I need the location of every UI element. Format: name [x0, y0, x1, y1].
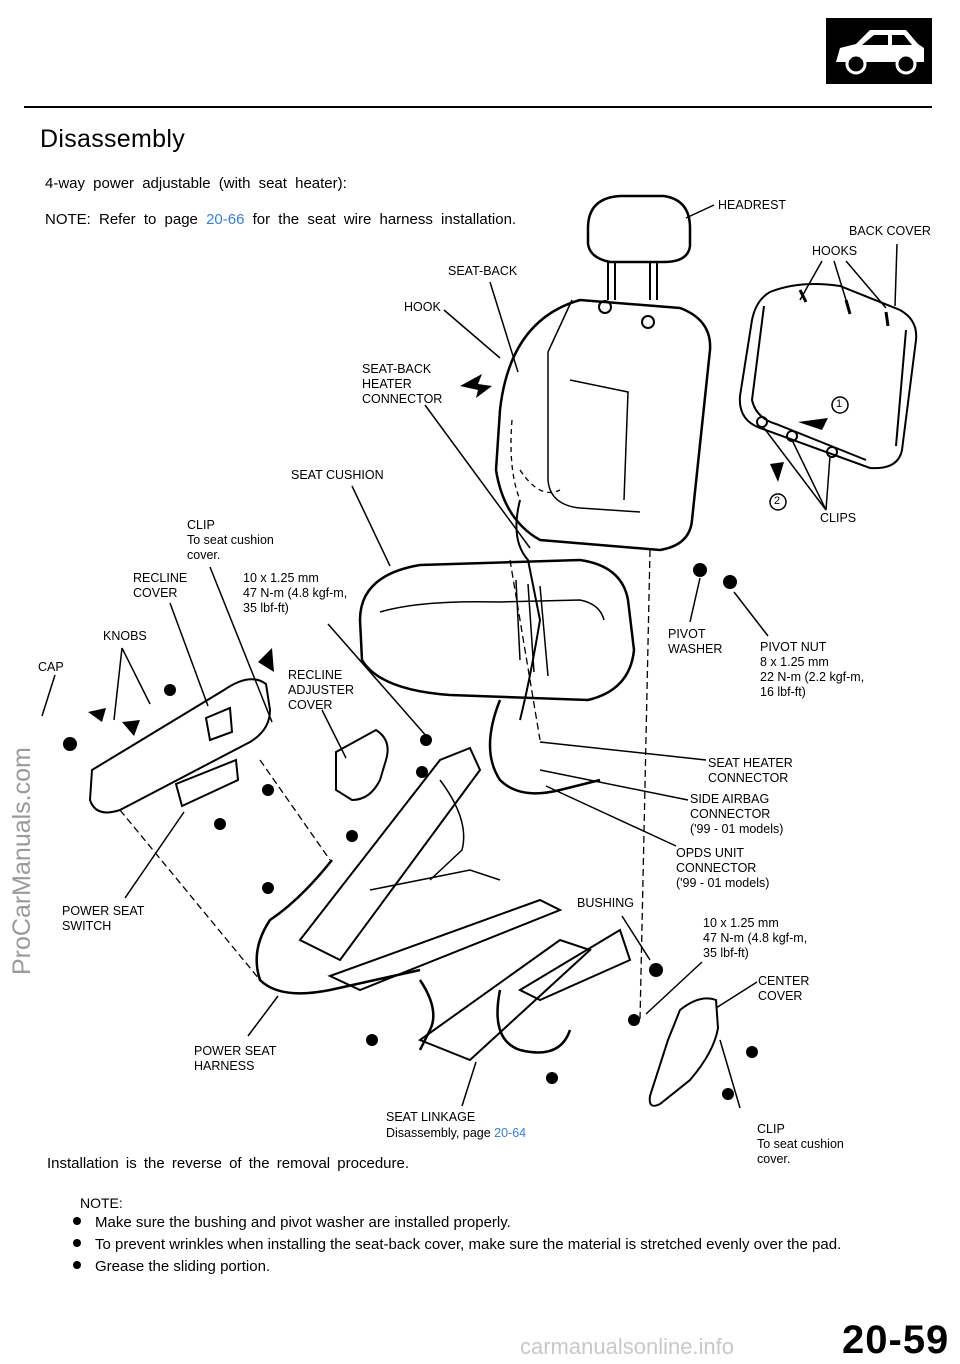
- header-rule: [24, 106, 932, 108]
- power-seat-switch-label: POWER SEAT SWITCH: [62, 904, 145, 933]
- bullet-icon: [73, 1239, 81, 1247]
- note-text: To prevent wrinkles when installing the …: [95, 1236, 842, 1253]
- center-cover-part: [648, 997, 720, 1107]
- step-2-circle: [769, 493, 787, 511]
- knobs-label: KNOBS: [103, 629, 147, 643]
- seat-back-part: [494, 298, 712, 552]
- bullet-icon: [73, 1261, 81, 1269]
- seat-linkage-page-link[interactable]: 20-64: [494, 1126, 527, 1140]
- headrest-part: [586, 194, 692, 300]
- wire-harness-note: NOTE: Refer to page 20-66 for the seat w…: [45, 211, 516, 228]
- recline-adjuster-cover-part: [335, 728, 389, 802]
- step-1-label: 1: [836, 398, 843, 410]
- note-prefix: NOTE: Refer to page: [45, 211, 207, 228]
- side-airbag-connector-label: SIDE AIRBAG CONNECTOR ('99 - 01 models): [690, 792, 784, 836]
- subtitle: 4-way power adjustable (with seat heater…: [45, 175, 347, 192]
- page-number: 20-59: [842, 1318, 950, 1362]
- clip-top-label: CLIP To seat cushion cover.: [187, 518, 274, 562]
- note-text: Grease the sliding portion.: [95, 1258, 271, 1275]
- seat-heater-connector-label: SEAT HEATER CONNECTOR: [708, 756, 793, 785]
- note-item: Make sure the bushing and pivot washer a…: [73, 1214, 511, 1231]
- page-title: Disassembly: [40, 125, 185, 153]
- seat-linkage-ref-prefix: Disassembly, page: [386, 1126, 495, 1140]
- seat-linkage-ref: Disassembly, page 20-64: [386, 1126, 526, 1141]
- recline-cover-part: [88, 678, 272, 814]
- pivot-nut-label: PIVOT NUT 8 x 1.25 mm 22 N-m (2.2 kgf-m,…: [760, 640, 865, 699]
- recline-adjuster-cover-label: RECLINE ADJUSTER COVER: [288, 668, 354, 712]
- footer-watermark: carmanualsonline.info: [520, 1334, 735, 1359]
- car-icon: [826, 18, 932, 84]
- note-suffix: for the seat wire harness installation.: [244, 211, 517, 228]
- clips-label: CLIPS: [820, 511, 857, 525]
- bolt-spec-1-label: 10 x 1.25 mm 47 N-m (4.8 kgf-m, 35 lbf-f…: [243, 571, 348, 615]
- bullet-icon: [73, 1217, 81, 1225]
- seat-cushion-label: SEAT CUSHION: [291, 468, 384, 482]
- clip-bottom-label: CLIP To seat cushion cover.: [757, 1122, 844, 1166]
- note-text: Make sure the bushing and pivot washer a…: [95, 1214, 511, 1231]
- back-cover-part: [738, 283, 918, 470]
- seat-back-heater-connector-label: SEAT-BACK HEATER CONNECTOR: [362, 362, 443, 406]
- note-item: To prevent wrinkles when installing the …: [73, 1236, 841, 1253]
- power-seat-harness-label: POWER SEAT HARNESS: [194, 1044, 277, 1073]
- note-heading: NOTE:: [80, 1195, 123, 1211]
- headrest-label: HEADREST: [718, 198, 787, 212]
- bolts: [63, 563, 758, 1100]
- direction-arrows: [88, 374, 828, 736]
- step-1-circle: [831, 396, 849, 414]
- seat-frame-part: [298, 746, 632, 1062]
- note-page-link[interactable]: 20-66: [206, 211, 245, 228]
- hook-label: HOOK: [404, 300, 441, 314]
- hooks-label: HOOKS: [812, 244, 858, 258]
- opds-unit-connector-label: OPDS UNIT CONNECTOR ('99 - 01 models): [676, 846, 770, 890]
- recline-cover-label: RECLINE COVER: [133, 571, 188, 600]
- bushing-label: BUSHING: [577, 896, 634, 910]
- back-cover-label: BACK COVER: [849, 224, 931, 238]
- seat-back-label: SEAT-BACK: [448, 264, 518, 278]
- dashed-guides: [119, 549, 651, 1021]
- note-item: Grease the sliding portion.: [73, 1258, 270, 1275]
- seat-linkage-label: SEAT LINKAGE: [386, 1110, 476, 1124]
- bolt-spec-2-label: 10 x 1.25 mm 47 N-m (4.8 kgf-m, 35 lbf-f…: [703, 916, 808, 960]
- installation-text: Installation is the reverse of the remov…: [47, 1155, 410, 1172]
- step-2-label: 2: [774, 495, 781, 507]
- cap-label: CAP: [38, 660, 64, 674]
- pivot-washer-label: PIVOT WASHER: [668, 627, 723, 656]
- center-cover-label: CENTER COVER: [758, 974, 810, 1003]
- seat-cushion-part: [358, 558, 636, 702]
- wire-harness-part: [255, 499, 601, 1054]
- leader-lines: [41, 204, 898, 1109]
